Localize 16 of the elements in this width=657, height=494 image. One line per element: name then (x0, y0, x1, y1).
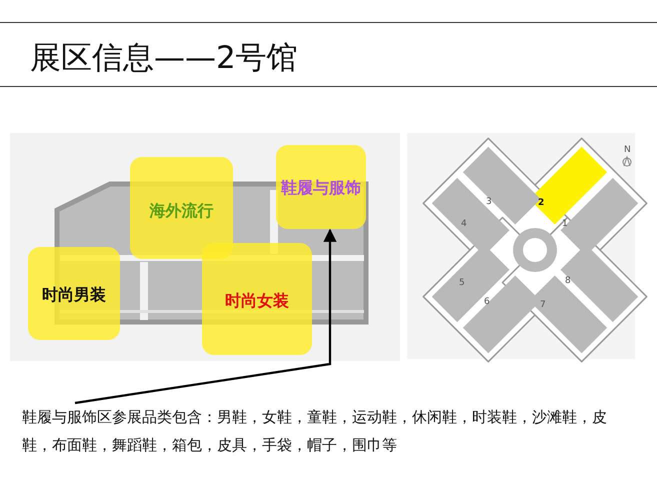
exhibit-zone: 鞋履与服饰 (276, 145, 366, 229)
hall-number: 3 (486, 197, 492, 207)
hall-number: 5 (459, 278, 465, 288)
exhibit-zone: 时尚女装 (202, 243, 312, 355)
north-label: N (624, 145, 631, 155)
hall-number: 4 (461, 219, 467, 229)
page-title: 展区信息——2号馆 (30, 39, 298, 78)
hall-number: 2 (538, 198, 544, 208)
hall-number: 1 (562, 219, 568, 229)
hall-number: 6 (484, 297, 490, 307)
exhibit-zone: 海外流行 (130, 157, 233, 259)
exhibit-zone: 时尚男装 (28, 247, 120, 340)
hall-number: 7 (540, 300, 546, 310)
description-text: 鞋履与服饰区参展品类包含：男鞋，女鞋，童鞋，运动鞋，休闲鞋，时装鞋，沙滩鞋，皮鞋，布面鞋，舞蹈鞋，箱包，皮具，手袋，帽子，围巾等 (22, 403, 622, 453)
hall-number: 8 (565, 276, 571, 286)
arrow (74, 228, 337, 404)
